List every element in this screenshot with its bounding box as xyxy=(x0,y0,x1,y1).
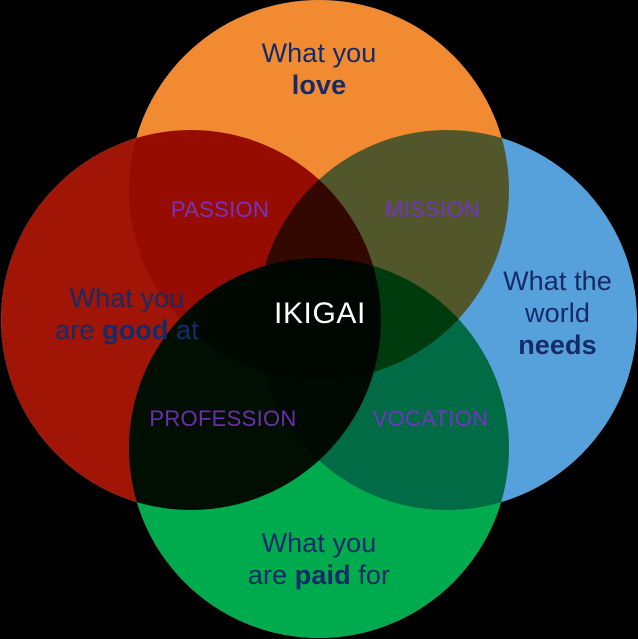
outside-union-cover xyxy=(0,0,638,639)
venn-circles-svg xyxy=(0,0,638,639)
